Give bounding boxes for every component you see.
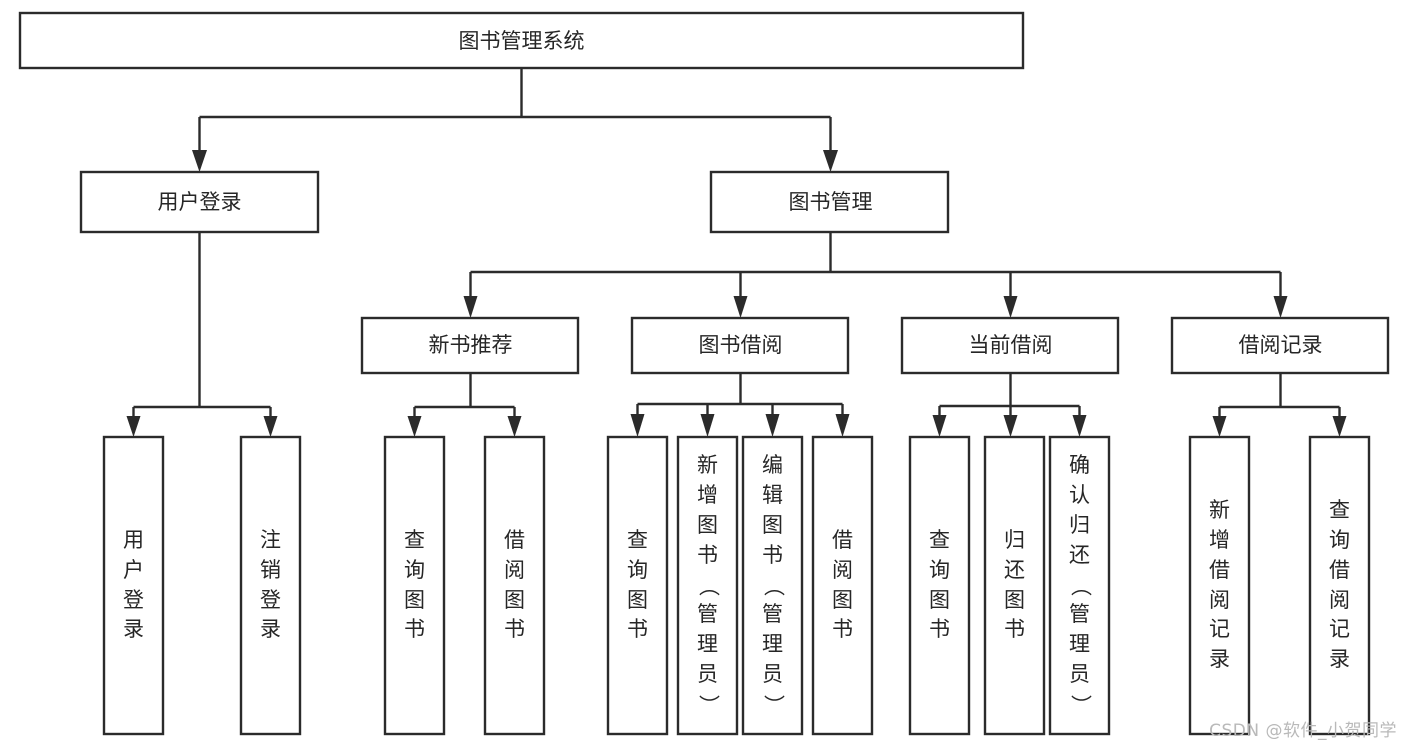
leaf-query-book-3-box[interactable] [908, 435, 971, 736]
arrow-leaf-add-book [700, 414, 715, 437]
node-borrow-record[interactable]: 借阅记录 [1170, 316, 1390, 375]
arrow-leaf-query-book-1 [407, 416, 422, 437]
node-book-manage[interactable]: 图书管理 [709, 170, 950, 234]
node-current-borrow-label: 当前借阅 [969, 333, 1053, 357]
arrow-leaf-query-book-2 [630, 414, 645, 437]
leaf-confirm-return-box[interactable] [1048, 435, 1111, 736]
arrow-leaf-query-record [1332, 416, 1347, 437]
node-root[interactable]: 图书管理系统 [18, 11, 1025, 70]
node-new-book-recommend-box[interactable] [360, 316, 580, 375]
node-current-borrow[interactable]: 当前借阅 [900, 316, 1120, 375]
arrow-leaf-return-book [1003, 415, 1018, 437]
node-user-login[interactable]: 用户登录 [79, 170, 320, 234]
node-user-login-box[interactable] [79, 170, 320, 234]
node-current-borrow-box[interactable] [900, 316, 1120, 375]
arrow-leaf-borrow-book-2 [835, 414, 850, 437]
connector-layer [126, 68, 1347, 437]
arrow-leaf-user-login [126, 416, 141, 437]
node-root-box[interactable] [18, 11, 1025, 70]
leaf-logout-login-box[interactable] [239, 435, 302, 736]
leaf-return-book-box[interactable] [983, 435, 1046, 736]
leaf-query-record-box[interactable] [1308, 435, 1371, 736]
node-book-manage-box[interactable] [709, 170, 950, 234]
arrow-to-book-manage [823, 150, 838, 172]
arrow-leaf-borrow-book-1 [507, 416, 522, 437]
node-book-manage-label: 图书管理 [789, 190, 873, 214]
arrow-leaf-query-book-3 [932, 415, 947, 437]
arrow-leaf-confirm-return [1072, 415, 1087, 437]
node-root-label: 图书管理系统 [459, 29, 585, 53]
leaf-query-book-1-box[interactable] [383, 435, 446, 736]
leaf-add-record-box[interactable] [1188, 435, 1251, 736]
leaf-edit-book-box[interactable] [741, 435, 804, 736]
node-book-borrow-label: 图书借阅 [699, 333, 783, 357]
leaf-query-book-2-box[interactable] [606, 435, 669, 736]
node-book-borrow[interactable]: 图书借阅 [630, 316, 850, 375]
node-book-borrow-box[interactable] [630, 316, 850, 375]
leaf-borrow-book-1-box[interactable] [483, 435, 546, 736]
node-borrow-record-label: 借阅记录 [1239, 333, 1323, 357]
arrow-leaf-add-record [1212, 416, 1227, 437]
leaf-layer [102, 435, 1371, 736]
arrow-leaf-logout-login [263, 416, 278, 437]
arrow-to-user-login [192, 150, 207, 172]
arrow-to-borrow-record [1273, 296, 1288, 318]
leaf-add-book-box[interactable] [676, 435, 739, 736]
arrow-to-new-book-recommend [463, 296, 478, 318]
arrow-leaf-edit-book [765, 414, 780, 437]
node-new-book-recommend[interactable]: 新书推荐 [360, 316, 580, 375]
arrow-to-book-borrow [733, 296, 748, 318]
arrow-to-current-borrow [1003, 296, 1018, 318]
node-borrow-record-box[interactable] [1170, 316, 1390, 375]
node-user-login-label: 用户登录 [158, 190, 242, 214]
leaf-borrow-book-2-box[interactable] [811, 435, 874, 736]
leaf-user-login-box[interactable] [102, 435, 165, 736]
node-new-book-recommend-label: 新书推荐 [429, 333, 513, 357]
